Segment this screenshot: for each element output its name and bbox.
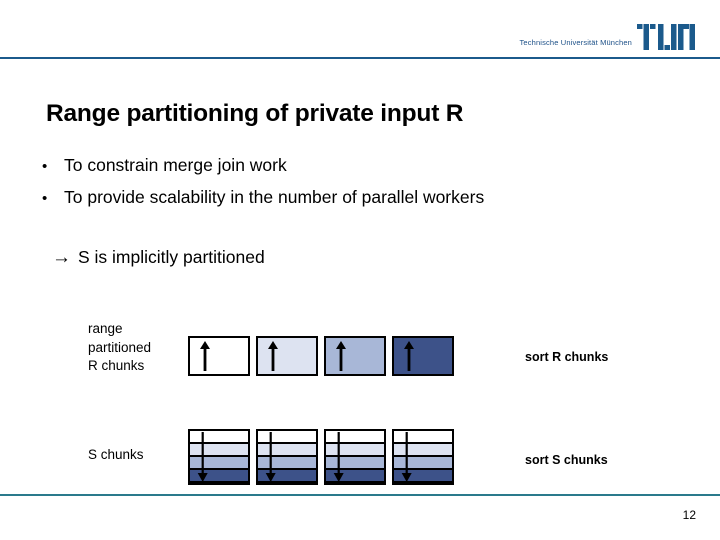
header-divider (0, 57, 720, 59)
r-label-line-2: partitioned (88, 339, 152, 355)
r-chunk-row (188, 336, 454, 376)
bullet-text: To constrain merge join work (64, 155, 287, 175)
implication-text: S is implicitly partitioned (78, 247, 265, 267)
sort-s-chunks-label: sort S chunks (525, 453, 608, 467)
implication-statement: → S is implicitly partitioned (52, 247, 265, 269)
s-band (258, 444, 316, 457)
s-band (190, 457, 248, 470)
s-band (326, 431, 384, 444)
s-chunks-label: S chunks (88, 447, 144, 462)
right-arrow-icon: → (52, 247, 71, 268)
s-band (326, 444, 384, 457)
s-band (394, 431, 452, 444)
tum-logo (637, 24, 695, 50)
down-arrow-icon (401, 432, 412, 482)
down-arrow-icon (265, 432, 276, 482)
page-title: Range partitioning of private input R (46, 100, 464, 128)
footer-divider (0, 494, 720, 496)
r-chunk-box (188, 336, 250, 376)
r-chunks-label: range partitioned R chunks (88, 320, 151, 376)
r-label-line-3: R chunks (88, 358, 145, 373)
bullet-marker-icon: • (42, 190, 48, 207)
s-chunk-row (188, 429, 454, 485)
page-number: 12 (682, 508, 696, 522)
r-chunk-box (324, 336, 386, 376)
s-band (190, 431, 248, 444)
up-arrow-icon (336, 341, 346, 371)
bullet-marker-icon: • (42, 158, 48, 175)
s-chunk-box (392, 429, 454, 485)
up-arrow-icon (200, 341, 210, 371)
bullet-text: To provide scalability in the number of … (64, 187, 485, 207)
s-chunk-box (324, 429, 386, 485)
sort-r-chunks-label: sort R chunks (525, 350, 609, 364)
s-chunk-box (188, 429, 250, 485)
s-band (258, 457, 316, 470)
s-band (258, 431, 316, 444)
s-band (394, 444, 452, 457)
s-band (326, 457, 384, 470)
up-arrow-icon (404, 341, 414, 371)
slide-header: Technische Universität München (0, 0, 720, 59)
down-arrow-icon (333, 432, 344, 482)
s-chunk-box (256, 429, 318, 485)
r-label-line-1: range (88, 321, 123, 336)
down-arrow-icon (197, 432, 208, 482)
bullet-item: • To provide scalability in the number o… (42, 182, 702, 214)
r-chunk-box (392, 336, 454, 376)
s-band (190, 444, 248, 457)
bullet-item: • To constrain merge join work (42, 150, 702, 182)
s-band (394, 457, 452, 470)
university-name: Technische Universität München (519, 38, 632, 47)
up-arrow-icon (268, 341, 278, 371)
bullet-list: • To constrain merge join work • To prov… (42, 150, 702, 214)
r-chunk-box (256, 336, 318, 376)
